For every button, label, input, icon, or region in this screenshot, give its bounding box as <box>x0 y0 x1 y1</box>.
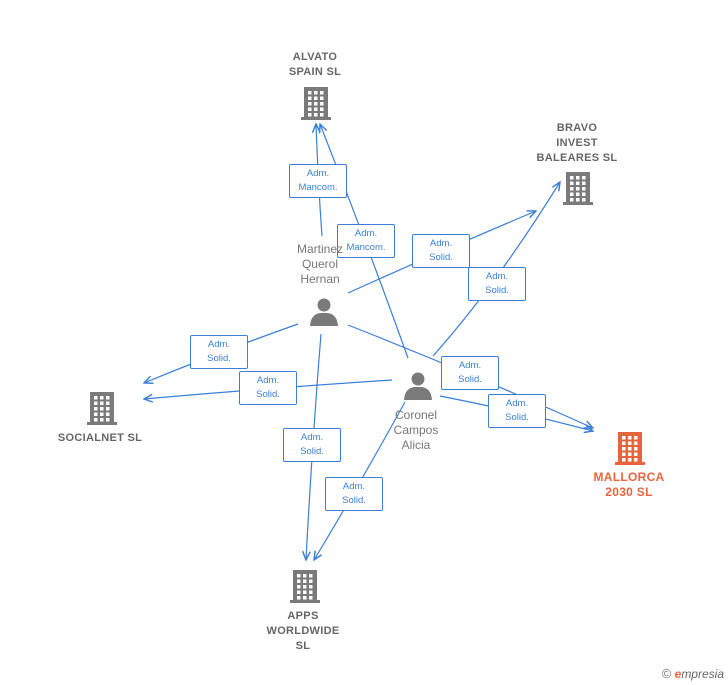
coronel-person-icon[interactable] <box>404 372 432 401</box>
company-label-bravo[interactable]: BRAVO INVEST BALEARES SL <box>536 122 618 164</box>
bravo-building-icon[interactable] <box>563 172 593 205</box>
brand-name: mpresia <box>681 667 724 681</box>
copyright-symbol: © <box>661 666 672 681</box>
company-label-apps[interactable]: APPS WORLDWIDE SL <box>266 610 340 652</box>
mallorca-building-icon[interactable] <box>615 432 645 465</box>
edge-label-coronel-to-apps[interactable]: Adm. Solid. <box>325 477 383 511</box>
brand-logo: © empresia <box>662 666 724 681</box>
company-label-mallorca[interactable]: MALLORCA 2030 SL <box>593 470 665 499</box>
person-label-coronel[interactable]: Coronel Campos Alicia <box>393 408 439 452</box>
alvato-building-icon[interactable] <box>301 87 331 120</box>
edge-label-coronel-to-socialnet[interactable]: Adm. Solid. <box>239 371 297 405</box>
company-label-alvato[interactable]: ALVATO SPAIN SL <box>288 51 342 78</box>
edge-label-martinez-to-mallorca[interactable]: Adm. Solid. <box>441 356 499 390</box>
edge-label-martinez-to-alvato[interactable]: Adm. Mancom. <box>289 164 347 198</box>
person-label-martinez[interactable]: Martinez Querol Hernan <box>296 242 344 286</box>
edge-label-coronel-to-alvato[interactable]: Adm. Mancom. <box>337 224 395 258</box>
edge-label-coronel-to-bravo[interactable]: Adm. Solid. <box>468 267 526 301</box>
apps-building-icon[interactable] <box>290 570 320 603</box>
socialnet-building-icon[interactable] <box>87 392 117 425</box>
edge-label-martinez-to-apps[interactable]: Adm. Solid. <box>283 428 341 462</box>
martinez-person-icon[interactable] <box>310 298 338 327</box>
edge-label-martinez-to-bravo[interactable]: Adm. Solid. <box>412 234 470 268</box>
edge-label-coronel-to-mallorca[interactable]: Adm. Solid. <box>488 394 546 428</box>
edge-label-martinez-to-socialnet[interactable]: Adm. Solid. <box>190 335 248 369</box>
brand-initial: e <box>674 667 682 681</box>
company-label-socialnet[interactable]: SOCIALNET SL <box>57 432 143 444</box>
